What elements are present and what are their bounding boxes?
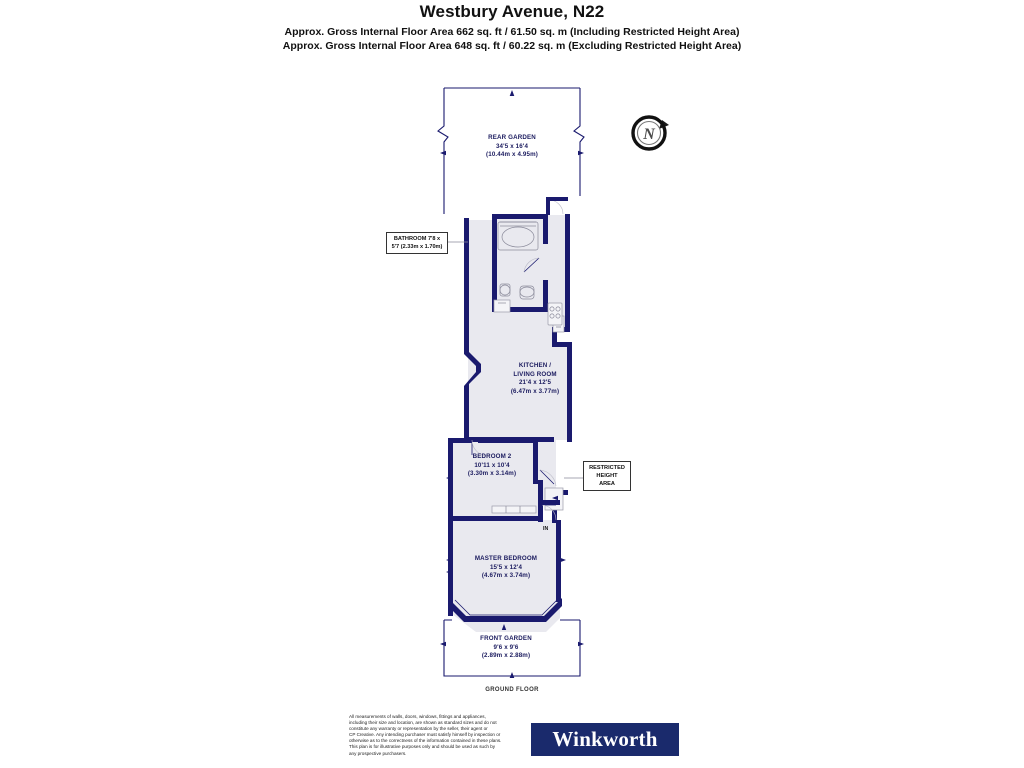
- room-label-front-garden: FRONT GARDEN 9'6 x 9'6 (2.89m x 2.88m): [480, 635, 532, 660]
- kitchen-fixtures: [493, 299, 563, 326]
- bedroom2-walls: [446, 438, 542, 522]
- room-label-kitchen-living: KITCHEN / LIVING ROOM 21'4 x 12'5 (6.47m…: [510, 362, 560, 395]
- room-label-bathroom: BATHROOM 7'8 x 5'7 (2.33m x 1.70m): [386, 232, 448, 254]
- winkworth-logo[interactable]: Winkworth: [531, 723, 679, 756]
- bathroom-walls: [492, 214, 548, 312]
- area-including-restricted: Approx. Gross Internal Floor Area 662 sq…: [284, 26, 740, 38]
- room-label-rear-garden: REAR GARDEN 34'5 x 16'4 (10.44m x 4.95m): [486, 134, 538, 159]
- page-title: Westbury Avenue, N22: [419, 2, 605, 21]
- brand-name: Winkworth: [552, 727, 658, 751]
- room-label-master-bedroom: MASTER BEDROOM 15'5 x 12'4 (4.67m x 3.74…: [474, 555, 538, 580]
- header: Westbury Avenue, N22 Approx. Gross Inter…: [0, 0, 1024, 52]
- area-excluding-restricted: Approx. Gross Internal Floor Area 648 sq…: [282, 40, 742, 52]
- rear-garden-dimension-arrows: [440, 90, 584, 156]
- disclaimer-text: All measurements of walls, doors, window…: [349, 714, 502, 756]
- front-garden-dimension-arrows: [440, 641, 584, 678]
- restricted-height-area-label: RESTRICTED HEIGHT AREA: [583, 461, 631, 491]
- ground-floor-label: GROUND FLOOR: [485, 687, 539, 693]
- room-label-bedroom2: BEDROOM 2 10'11 x 10'4 (3.30m x 3.14m): [467, 453, 517, 478]
- compass-north-icon: N: [631, 115, 669, 151]
- master-bedroom-walls: [446, 500, 566, 630]
- bathroom-fixtures: [497, 221, 540, 300]
- svg-text:N: N: [642, 126, 656, 143]
- entrance-in-label: IN: [543, 526, 549, 532]
